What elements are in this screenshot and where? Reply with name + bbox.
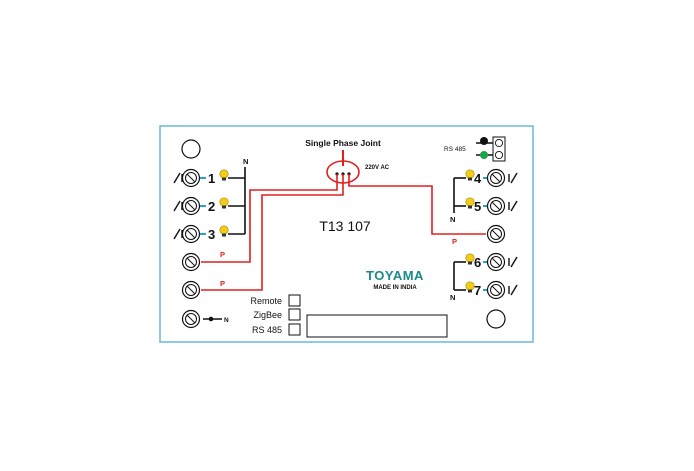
rs485-dot-a [480, 137, 488, 145]
option-label: RS 485 [252, 325, 282, 335]
right-bottom-neutral-label: N [450, 293, 455, 302]
phase-wire-1 [201, 174, 338, 263]
channel-number: 7 [474, 283, 481, 298]
terminal-screw [486, 168, 506, 188]
option-rs485[interactable]: RS 485 [252, 323, 301, 336]
left-neutral-label: N [243, 157, 248, 166]
channel-number: 2 [208, 199, 215, 214]
right-phase-terminal [486, 224, 506, 244]
serial-entry-box [306, 314, 448, 338]
channel-number: 1 [208, 171, 215, 186]
left-channel-2: 2 [173, 196, 245, 216]
option-label: ZigBee [253, 310, 282, 320]
option-zigbee[interactable]: ZigBee [253, 308, 301, 321]
option-checkbox[interactable] [288, 323, 301, 336]
phase-terminal-1 [181, 252, 201, 272]
left-channel-3: 3 [173, 224, 245, 244]
rs485-connector-label: RS 485 [444, 146, 466, 153]
neutral-terminal [181, 309, 201, 329]
option-label: Remote [250, 296, 282, 306]
terminal-screw [486, 280, 506, 300]
rs485-connector-terminals [494, 138, 504, 160]
mount-hole-top-left [181, 139, 201, 159]
brand-name: TOYAMA [366, 268, 424, 283]
channel-number: 6 [474, 255, 481, 270]
option-checkbox[interactable] [288, 308, 301, 321]
phase-wire-3 [348, 174, 486, 235]
phase-label-2: P [220, 279, 225, 288]
neutral-terminal-label: N [224, 317, 229, 324]
right-channel-4: 4 [454, 168, 518, 188]
terminal-screw [486, 196, 506, 216]
terminal-screw [181, 196, 201, 216]
right-channel-7: 7 [454, 280, 518, 300]
right-phase-label: P [452, 237, 457, 246]
terminal-screw [181, 168, 201, 188]
model-number: T13 107 [319, 218, 371, 234]
channel-number: 5 [474, 199, 481, 214]
terminal-screw [486, 252, 506, 272]
brand-tagline: MADE IN INDIA [373, 285, 417, 291]
option-remote[interactable]: Remote [250, 294, 301, 307]
voltage-label: 220V AC [365, 165, 390, 171]
terminal-screw [181, 224, 201, 244]
phase-wire-2 [201, 174, 344, 291]
rs485-dot-b [480, 151, 488, 159]
channel-number: 3 [208, 227, 215, 242]
mount-hole-bottom-right [486, 309, 506, 329]
phase-label-1: P [220, 250, 225, 259]
left-channel-1: 1 [173, 168, 245, 188]
option-checkbox[interactable] [288, 294, 301, 307]
right-channel-5: 5 [454, 196, 518, 216]
phase-terminal-2 [181, 280, 201, 300]
channel-number: 4 [474, 171, 482, 186]
joint-label: Single Phase Joint [305, 138, 381, 148]
neutral-wire-dot [208, 316, 214, 322]
right-top-neutral-label: N [450, 215, 455, 224]
right-channel-6: 6 [454, 252, 518, 272]
